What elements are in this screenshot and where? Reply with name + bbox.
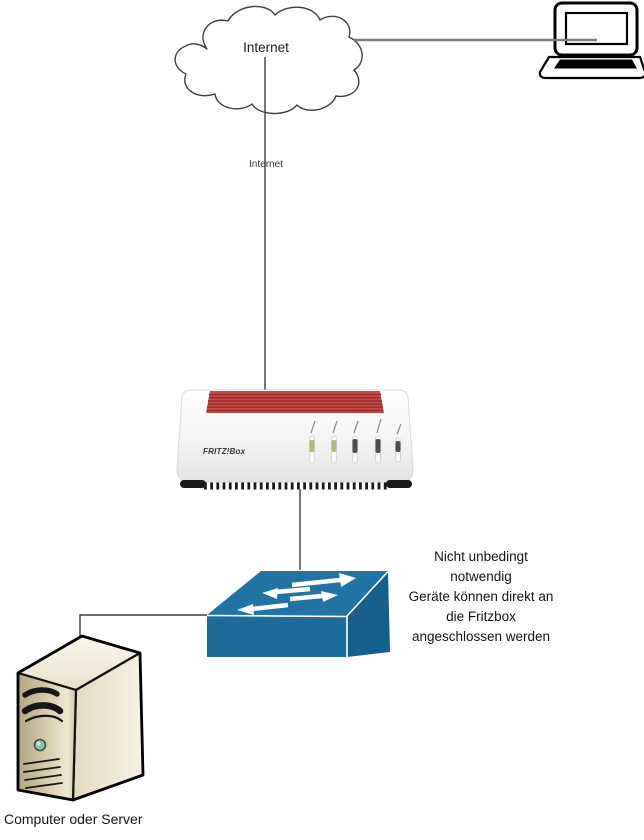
switch-server-link (79, 614, 207, 637)
wan-link-label: Internet (249, 159, 283, 170)
fritzbox-router-icon (176, 389, 414, 490)
router-brand-label: FRITZ!Box (203, 447, 246, 456)
cloud-label: Internet (243, 40, 289, 55)
network-switch-icon (206, 570, 390, 657)
router-led-panel (309, 418, 402, 464)
server-vents (23, 758, 63, 789)
router-led-green (309, 440, 315, 452)
server-label: Computer oder Server (4, 811, 143, 827)
router-led-green (331, 440, 337, 452)
server-power-button-icon (33, 738, 47, 752)
router-led-label-marks (310, 418, 402, 435)
server-drive-bays (21, 687, 64, 723)
router-led-dark (352, 439, 358, 453)
switch-arrows-icon (237, 573, 356, 615)
internet-cloud-icon (174, 5, 363, 115)
annotation-note: Nicht unbedingt notwendig Geräte können … (408, 549, 554, 644)
server-tower-icon (16, 634, 145, 802)
router-led-dark (375, 439, 381, 453)
router-led-dark (395, 441, 401, 452)
laptop-icon (538, 1, 644, 80)
